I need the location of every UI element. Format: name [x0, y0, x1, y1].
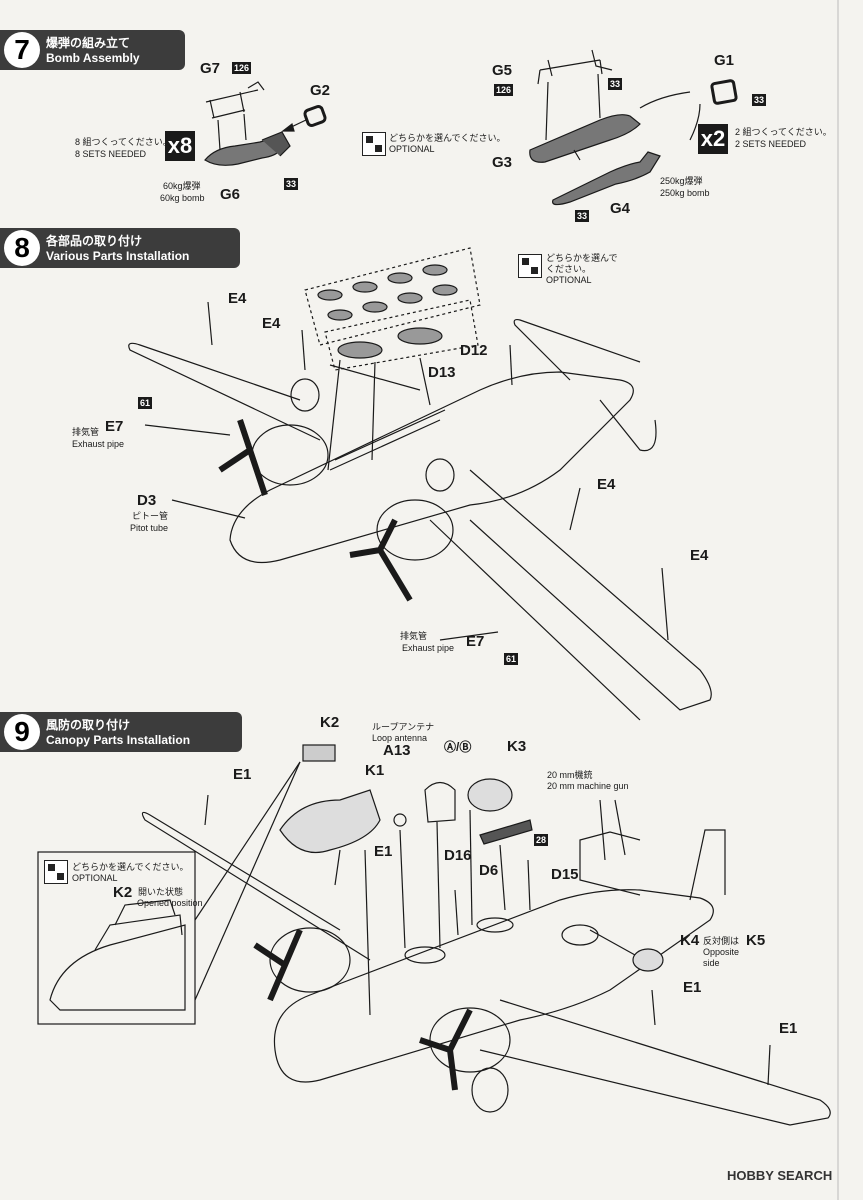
part-d16: D16	[444, 847, 472, 864]
step8-number: 8	[4, 230, 40, 266]
opposite-en1: Opposite	[703, 947, 740, 957]
opposite-en2: side	[703, 958, 720, 968]
code-126-a: 126	[232, 62, 252, 74]
step7-sets8-en: 8 SETS NEEDED	[75, 149, 147, 159]
code-61-b: 61	[504, 653, 519, 665]
code-33-c: 33	[752, 94, 767, 106]
optional-arrows-icon-3	[44, 860, 68, 884]
part-e4-a: E4	[228, 290, 247, 307]
aircraft-step8-drawing	[128, 301, 712, 721]
step9-title-en: Canopy Parts Installation	[46, 733, 191, 747]
part-e4-d: E4	[690, 547, 709, 564]
g2-part-drawing	[281, 105, 327, 132]
step9-title-jp: 風防の取り付け	[46, 718, 131, 732]
code-28: 28	[534, 834, 549, 846]
step7-header: 7 爆弾の組み立て Bomb Assembly	[0, 30, 185, 70]
code-126-b: 126	[494, 84, 514, 96]
loop-antenna-en: Loop antenna	[372, 733, 428, 743]
code-61-a: 61	[138, 397, 153, 409]
step7-title-en: Bomb Assembly	[46, 51, 140, 65]
step9-header: 9 風防の取り付け Canopy Parts Installation	[0, 712, 242, 752]
bomb250-jp: 250kg爆弾	[660, 176, 703, 186]
mg-en: 20 mm machine gun	[547, 781, 629, 791]
aircraft-step9-drawing	[141, 744, 831, 1126]
step7-sets2-jp: 2 組つくってください。	[735, 127, 832, 137]
code-33-a: 33	[284, 178, 299, 190]
bomb60-jp: 60kg爆弾	[163, 181, 201, 191]
exhaust-jp: 排気管	[72, 427, 100, 437]
part-d3: D3	[137, 492, 157, 509]
part-k2-open: K2	[113, 884, 133, 901]
part-k4: K4	[680, 932, 700, 949]
opposite-jp: 反対側は	[703, 936, 740, 946]
pitot-en: Pitot tube	[130, 523, 169, 533]
part-g4: G4	[610, 200, 631, 217]
part-a13: A13	[383, 742, 411, 759]
part-d12: D12	[460, 342, 488, 359]
opened-en: Opened position	[137, 898, 203, 908]
part-g2: G2	[310, 82, 331, 99]
part-g7: G7	[200, 60, 221, 77]
code-33-d: 33	[575, 210, 590, 222]
step7-optional-en: OPTIONAL	[389, 144, 435, 154]
step8-optional-jp1: どちらかを選んで	[546, 253, 618, 263]
part-e1-c: E1	[683, 979, 702, 996]
step8-optional-jp2: ください。	[546, 264, 592, 274]
part-e1-b: E1	[374, 843, 393, 860]
optional-arrows-icon-2	[518, 254, 542, 278]
exhaust2-en: Exhaust pipe	[402, 643, 455, 653]
bomb250-en: 250kg bomb	[660, 188, 710, 198]
part-k2: K2	[320, 714, 340, 731]
part-d6: D6	[479, 862, 499, 879]
part-e1-d: E1	[779, 1020, 798, 1037]
step7-optional-jp: どちらかを選んでください。	[389, 133, 506, 143]
step8-title-jp: 各部品の取り付け	[46, 234, 143, 248]
inset-opened-canopy-box	[37, 851, 196, 1025]
part-e4-b: E4	[262, 315, 281, 332]
optional-arrows-icon	[362, 132, 386, 156]
code-33-b: 33	[608, 78, 623, 90]
bomb-250kg-drawing	[529, 49, 738, 206]
optional-bomb-set-box	[304, 247, 481, 371]
step9-optional-en: OPTIONAL	[72, 873, 118, 883]
part-e1-a: E1	[233, 766, 252, 783]
part-d15: D15	[551, 866, 579, 883]
mg-jp: 20 mm機銃	[547, 770, 593, 780]
bomb60-en: 60kg bomb	[160, 193, 205, 203]
step8-title-en: Various Parts Installation	[46, 249, 190, 263]
part-g1: G1	[714, 52, 735, 69]
step9-number: 9	[4, 714, 40, 750]
pitot-jp: ピトー管	[132, 511, 169, 521]
inset-canopy-drawing	[49, 899, 186, 1011]
part-k1: K1	[365, 762, 385, 779]
loop-antenna-jp: ループアンテナ	[372, 722, 435, 732]
step7-sets8-jp: 8 組つくってください。	[75, 137, 172, 147]
opened-jp: 開いた状態	[138, 887, 184, 897]
exhaust2-jp: 排気管	[400, 631, 428, 641]
step9-optional-jp: どちらかを選んでください。	[72, 862, 189, 872]
part-d13: D13	[428, 364, 456, 381]
step8-optional-en: OPTIONAL	[546, 275, 592, 285]
part-e4-c: E4	[597, 476, 616, 493]
part-g5: G5	[492, 62, 513, 79]
hobby-search-watermark: HOBBY SEARCH	[727, 1168, 833, 1183]
part-e7-a: E7	[105, 418, 124, 435]
part-k5: K5	[746, 932, 766, 949]
part-k3: K3	[507, 738, 527, 755]
step8-header: 8 各部品の取り付け Various Parts Installation	[0, 228, 240, 268]
part-g6: G6	[220, 186, 241, 203]
part-g3: G3	[492, 154, 513, 171]
multiplier-x8: x8	[165, 131, 195, 161]
part-e7-b: E7	[466, 633, 485, 650]
multiplier-x2: x2	[698, 124, 728, 154]
bomb-60kg-drawing	[204, 81, 291, 166]
step7-title-jp: 爆弾の組み立て	[46, 36, 131, 50]
step7-number: 7	[4, 32, 40, 68]
part-ab: Ⓐ/Ⓑ	[444, 740, 472, 754]
step7-sets2-en: 2 SETS NEEDED	[735, 139, 807, 149]
exhaust-en: Exhaust pipe	[72, 439, 125, 449]
